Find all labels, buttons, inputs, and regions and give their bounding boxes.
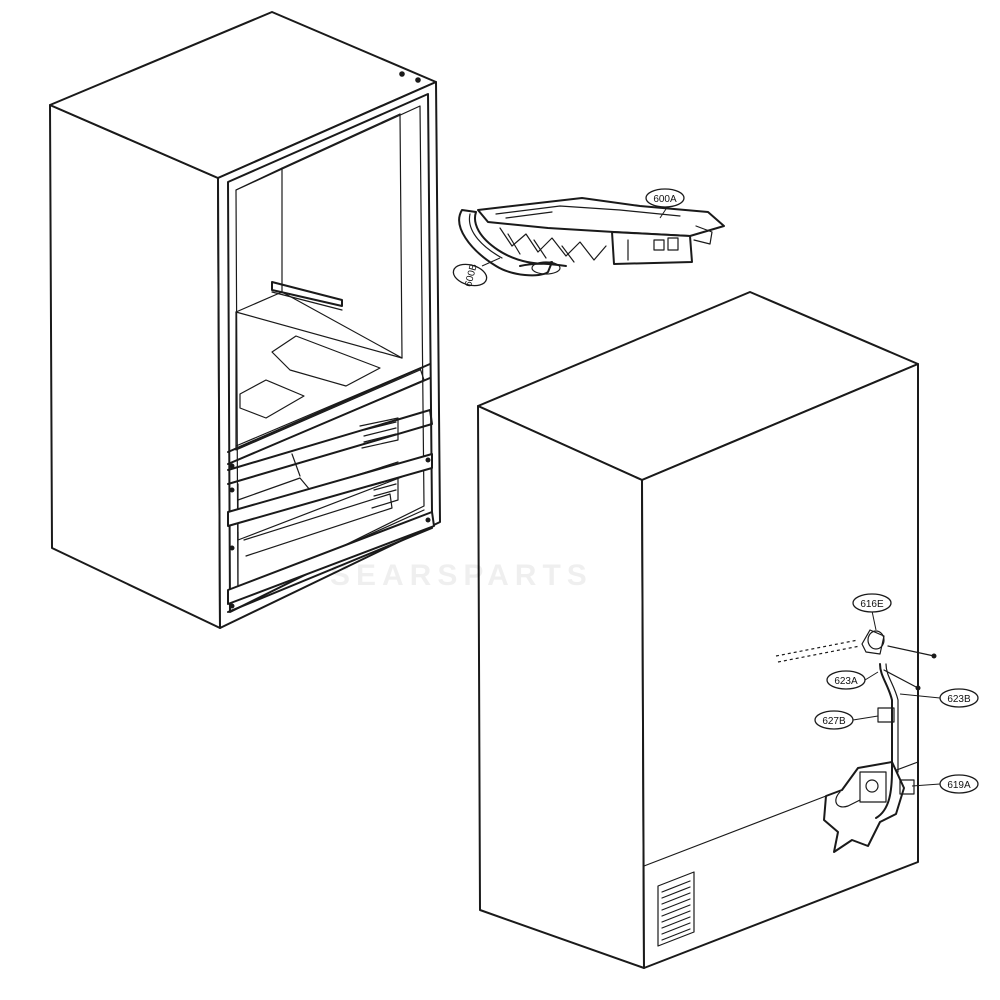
callout-label: 600A [653, 194, 677, 205]
callout-label: 616E [860, 599, 884, 610]
callout-label: 619A [947, 780, 971, 791]
callout-label: 623B [947, 694, 971, 705]
callout-627B: 627B [814, 710, 879, 730]
callout-616E: 616E [852, 593, 892, 631]
callout-619A: 619A [911, 774, 979, 794]
callout-600B: 600B [452, 257, 501, 288]
callout-600A: 600A [645, 188, 685, 219]
watermark-text: SEARSPARTS [330, 559, 593, 592]
callout-623A: 623A [826, 670, 879, 690]
rear-cabinet-view [477, 291, 937, 969]
callout-623B: 623B [899, 688, 979, 708]
callout-label: 627B [822, 716, 846, 727]
ice-maker-assembly [458, 197, 725, 277]
callout-label: 623A [834, 676, 858, 687]
front-cabinet-view [49, 11, 441, 629]
